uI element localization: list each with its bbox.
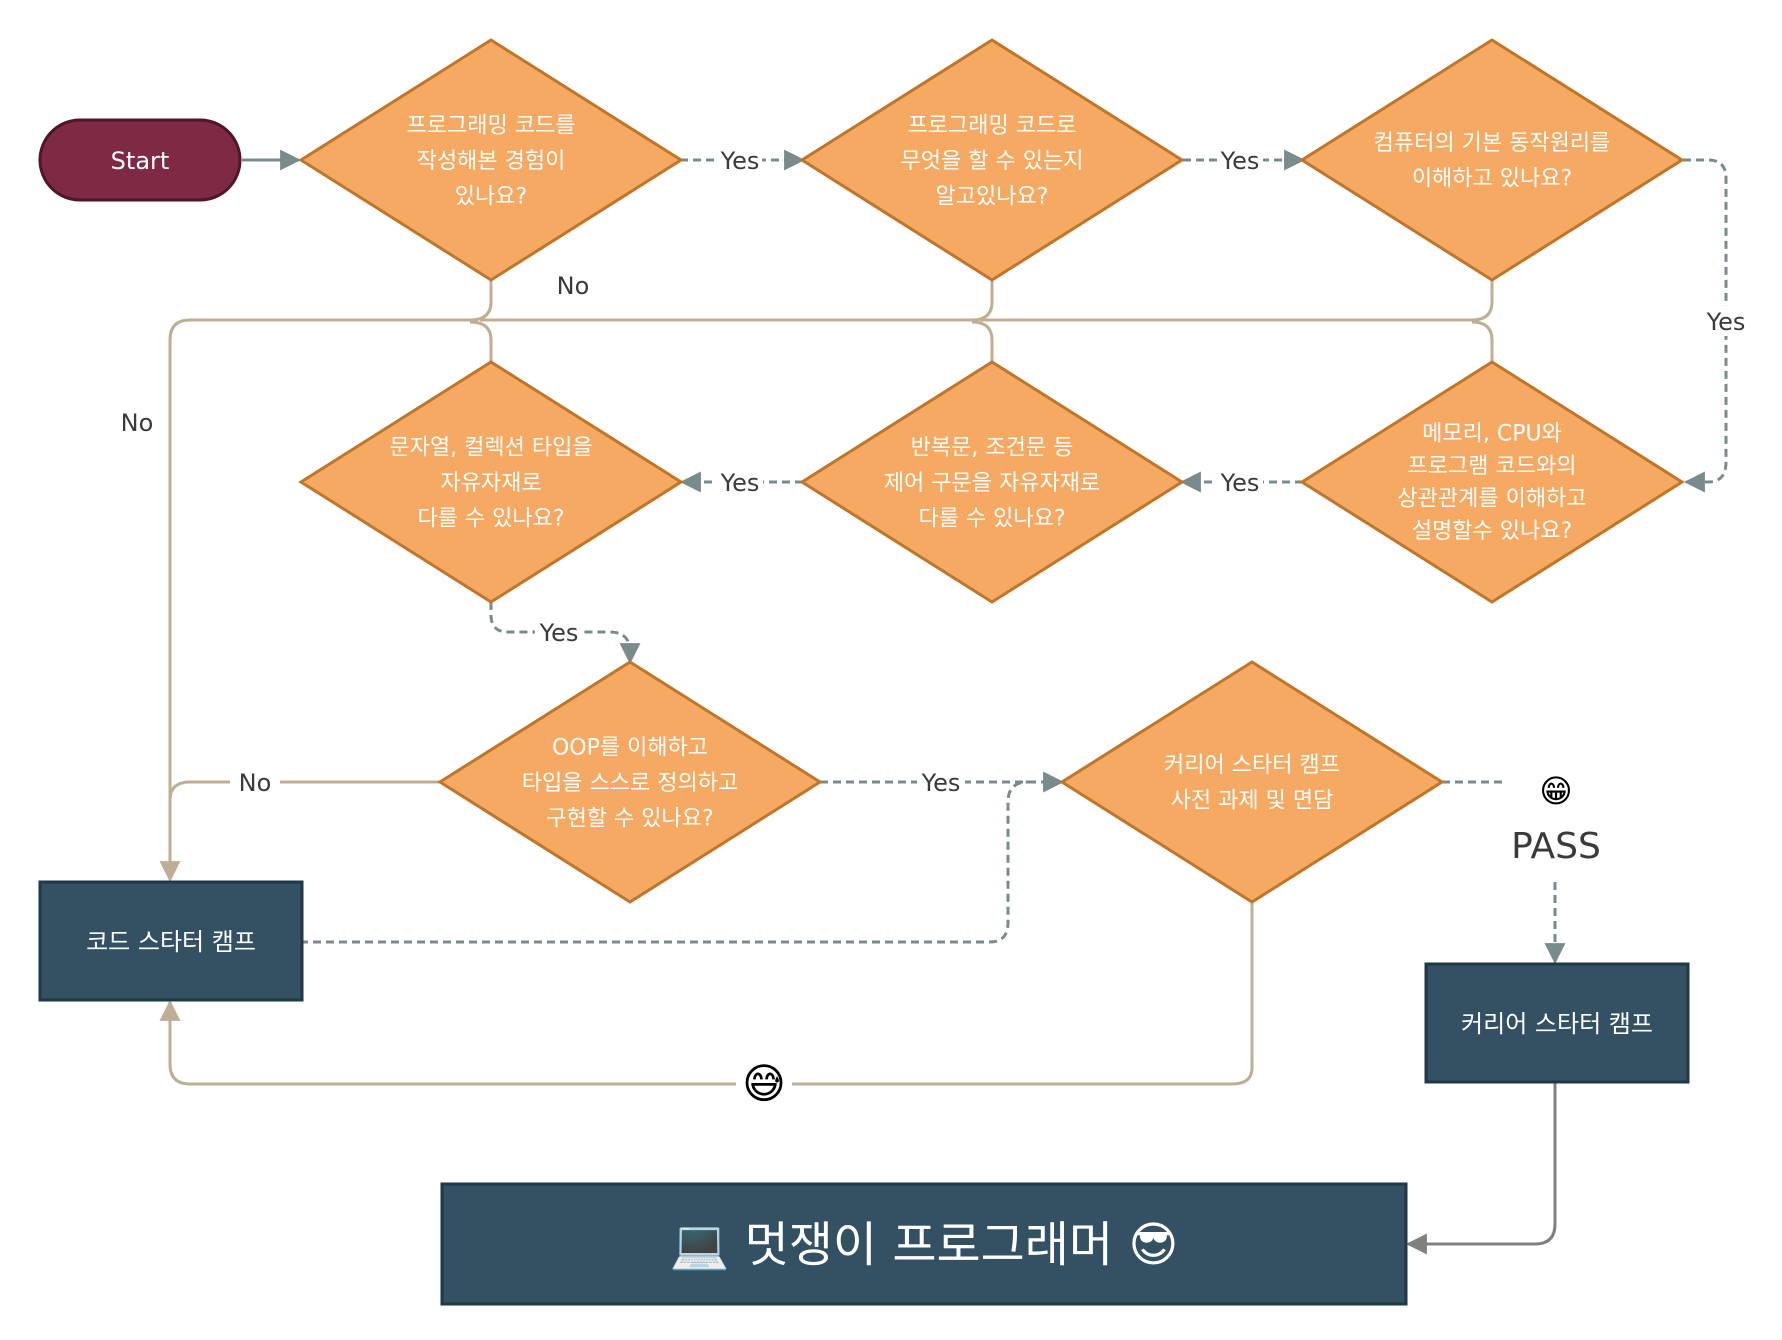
- yes-label-1: Yes: [720, 147, 760, 175]
- final-programmer-box: 💻 멋쟁이 프로그래머 😎: [440, 1182, 1408, 1306]
- no-line-q7: [168, 780, 441, 801]
- yes-label-5: Yes: [720, 469, 760, 497]
- yes-label-4: Yes: [1220, 469, 1260, 497]
- diamond-shape: [799, 38, 1185, 282]
- decision-text-line: 다룰 수 있나요?: [417, 507, 564, 532]
- diamond-shape: [1299, 360, 1685, 604]
- start-label: Start: [111, 147, 170, 175]
- diamond-shape: [799, 360, 1185, 604]
- diamond-shape: [1059, 660, 1445, 904]
- decision-text-line: 다룰 수 있나요?: [918, 507, 1065, 532]
- code-starter-camp-box: 코드 스타터 캠프: [38, 880, 304, 1002]
- career-starter-camp-box: 커리어 스타터 캠프: [1424, 962, 1690, 1084]
- no-line-q1: [159, 278, 493, 883]
- diamond-shape: [1299, 38, 1685, 282]
- decision-text-line: 자유자재로: [440, 471, 541, 496]
- decision-text-line: 이해하고 있나요?: [1412, 167, 1572, 192]
- decision-text-line: 커리어 스타터 캠프: [1164, 753, 1340, 778]
- pass-emoji: 😁: [1539, 772, 1572, 810]
- final-label: 💻 멋쟁이 프로그래머 😎: [670, 1217, 1179, 1273]
- yes-label-2: Yes: [1220, 147, 1260, 175]
- decision-text-line: OOP를 이해하고: [552, 735, 708, 760]
- decision-text-line: 설명할수 있나요?: [1412, 519, 1572, 544]
- decision-text-line: 문자열, 컬렉션 타입을: [389, 435, 592, 460]
- decision-text-line: 작성해본 경험이: [417, 149, 566, 174]
- code-camp-label: 코드 스타터 캠프: [86, 928, 256, 956]
- yes-label-7: Yes: [921, 769, 961, 797]
- no-line-q4: [1471, 320, 1494, 362]
- no-label-1: No: [557, 272, 590, 300]
- decision-text-line: 프로그래밍 코드를: [407, 113, 576, 138]
- decision-text-line: 무엇을 할 수 있는지: [901, 149, 1084, 174]
- fail-emoji: 😅: [742, 1059, 786, 1108]
- decision-text-line: 구현할 수 있나요?: [546, 807, 713, 832]
- decision-text-line: 사전 과제 및 면담: [1171, 789, 1334, 814]
- edge-labels: Yes Yes Yes Yes Yes Yes Yes No No No 😁 P…: [110, 145, 1750, 1108]
- fail-line: [159, 902, 1254, 1086]
- decision-text-line: 제어 구문을 자유자재로: [884, 471, 1100, 496]
- pass-label: PASS: [1511, 826, 1601, 867]
- decision-text-line: 메모리, CPU와: [1422, 422, 1562, 447]
- decision-text-line: 컴퓨터의 기본 동작원리를: [1374, 131, 1611, 156]
- decision-text-line: 있나요?: [455, 185, 527, 210]
- diamond-shape: [298, 38, 684, 282]
- yes-line-camp-q8: [300, 780, 1029, 944]
- diamond-shape: [437, 660, 823, 904]
- no-line-q2: [480, 278, 994, 322]
- no-line-q6: [469, 320, 493, 362]
- no-label-2: No: [121, 409, 154, 437]
- no-line-q3: [980, 278, 1494, 322]
- diamond-shape: [298, 360, 684, 604]
- start-node: Start: [38, 118, 242, 202]
- career-camp-label: 커리어 스타터 캠프: [1461, 1010, 1653, 1038]
- yes-label-3: Yes: [1706, 308, 1746, 336]
- career-to-final-line: [1405, 1082, 1557, 1255]
- decision-text-line: 프로그래밍 코드로: [908, 113, 1077, 138]
- yes-label-6: Yes: [539, 619, 579, 647]
- no-line-q5: [971, 320, 994, 362]
- decision-text-line: 알고있나요?: [936, 185, 1049, 210]
- decision-text-line: 타입을 스스로 정의하고: [522, 771, 738, 796]
- decision-text-line: 상관관계를 이해하고: [1397, 486, 1586, 511]
- decision-text-line: 프로그램 코드와의: [1408, 454, 1577, 479]
- no-label-3: No: [239, 769, 272, 797]
- decision-text-line: 반복문, 조건문 등: [911, 435, 1074, 460]
